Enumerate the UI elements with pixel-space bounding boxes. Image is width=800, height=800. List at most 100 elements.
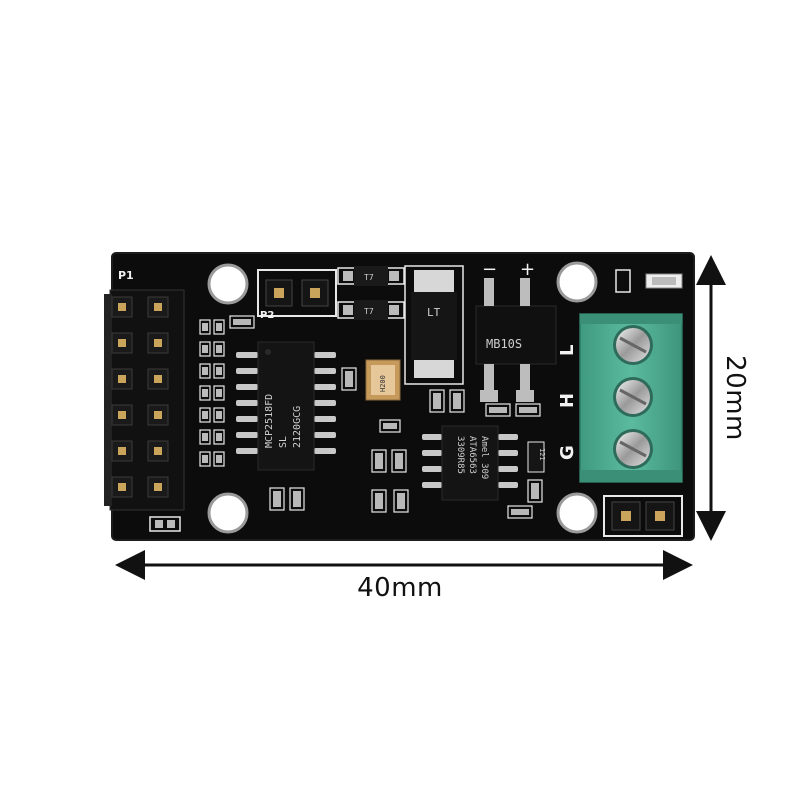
- header-pin: [111, 476, 133, 498]
- chip-leg: [314, 384, 336, 390]
- p1-label: P1: [118, 269, 134, 282]
- smd-pad: [199, 451, 211, 467]
- header-pin: [111, 440, 133, 462]
- led-indicator: [615, 269, 683, 293]
- resistor-121: [527, 441, 545, 473]
- transceiver-marking-1: Amel 309: [479, 436, 489, 479]
- smd-passive: [393, 489, 409, 513]
- header-pin: [147, 368, 169, 390]
- smd-pad: [213, 363, 225, 379]
- plus-label: +: [520, 259, 535, 280]
- chip-leg: [498, 434, 518, 440]
- header-pin: [147, 332, 169, 354]
- smd-pad: [199, 341, 211, 357]
- terminal-label-L: L: [557, 345, 578, 356]
- smd-passive: [229, 315, 255, 329]
- transceiver-marking-3: 3309R85: [455, 436, 465, 474]
- chip-leg: [236, 384, 258, 390]
- chip-leg: [498, 482, 518, 488]
- screw-icon: [613, 325, 653, 365]
- mounting-hole: [207, 263, 249, 305]
- chip-leg: [236, 352, 258, 358]
- mounting-hole: [556, 492, 598, 534]
- chip-leg: [422, 434, 442, 440]
- chip-leg: [314, 432, 336, 438]
- mounting-hole: [556, 261, 598, 303]
- smd-passive: [391, 449, 407, 473]
- smd-passive: [527, 479, 543, 503]
- smd-passive: [515, 403, 541, 417]
- small-component: [149, 516, 181, 532]
- diode-t7-top-label: T7: [364, 273, 374, 282]
- header-pin: [111, 332, 133, 354]
- smd-pad: [213, 341, 225, 357]
- diode-t7-bottom: [337, 300, 405, 320]
- bridge-rectifier-label: MB10S: [486, 337, 522, 351]
- pcb-board: P1 P2 T7: [104, 252, 695, 541]
- header-pin: [147, 476, 169, 498]
- controller-marking-3: 2120GCG: [292, 406, 303, 448]
- mounting-hole: [207, 492, 249, 534]
- smd-passive: [429, 389, 445, 413]
- smd-pad: [213, 385, 225, 401]
- chip-leg: [498, 466, 518, 472]
- smd-passive: [341, 367, 357, 391]
- bridge-rectifier: [475, 278, 557, 402]
- smd-passive: [371, 449, 387, 473]
- chip-leg: [314, 448, 336, 454]
- header-pin: [147, 404, 169, 426]
- p2-pin-header: [257, 269, 337, 317]
- chip-leg: [236, 432, 258, 438]
- smd-pad: [213, 407, 225, 423]
- smd-passive: [449, 389, 465, 413]
- smd-pad: [213, 429, 225, 445]
- p1-pin-header: [104, 289, 185, 511]
- chip-leg: [314, 352, 336, 358]
- terminal-label-G: G: [557, 445, 578, 460]
- terminal-label-H: H: [557, 393, 578, 408]
- chip-leg: [236, 448, 258, 454]
- chip-leg: [236, 368, 258, 374]
- p1-pins: [111, 296, 169, 498]
- chip-leg: [422, 482, 442, 488]
- crystal-oscillator: [365, 359, 401, 401]
- screw-icon: [613, 429, 653, 469]
- bottom-pin-header: [603, 495, 683, 537]
- chip-leg: [498, 450, 518, 456]
- smd-passive: [269, 487, 285, 511]
- smd-pad: [213, 451, 225, 467]
- header-pin: [111, 296, 133, 318]
- smd-passive: [289, 487, 305, 511]
- smd-pad: [199, 363, 211, 379]
- chip-leg: [314, 400, 336, 406]
- can-controller-chip: [236, 341, 336, 471]
- chip-leg: [314, 368, 336, 374]
- smd-passive: [485, 403, 511, 417]
- smd-pad: [199, 385, 211, 401]
- header-pin: [111, 368, 133, 390]
- passive-pad-grid: [199, 319, 225, 467]
- smd-passive: [371, 489, 387, 513]
- passive-components: [229, 315, 543, 519]
- height-dimension-label: 20mm: [720, 355, 750, 441]
- header-pin: [147, 296, 169, 318]
- smd-passive: [507, 505, 533, 519]
- screw-icon: [613, 377, 653, 417]
- transceiver-marking-2: ATA6563: [467, 436, 477, 474]
- resistor-label: 121: [538, 448, 546, 461]
- minus-label: −: [482, 259, 497, 280]
- smd-pad: [199, 319, 211, 335]
- smd-passive: [379, 419, 401, 433]
- chip-leg: [236, 400, 258, 406]
- tvs-diode-label: LT: [427, 306, 441, 319]
- header-pin: [147, 440, 169, 462]
- chip-leg: [422, 466, 442, 472]
- controller-marking-1: MCP2518FD: [264, 394, 275, 448]
- oscillator-label: H200: [379, 375, 387, 392]
- chip-leg: [422, 450, 442, 456]
- diode-t7-bottom-label: T7: [364, 307, 374, 316]
- smd-pad: [199, 429, 211, 445]
- smd-pad: [213, 319, 225, 335]
- controller-marking-2: SL: [278, 436, 289, 448]
